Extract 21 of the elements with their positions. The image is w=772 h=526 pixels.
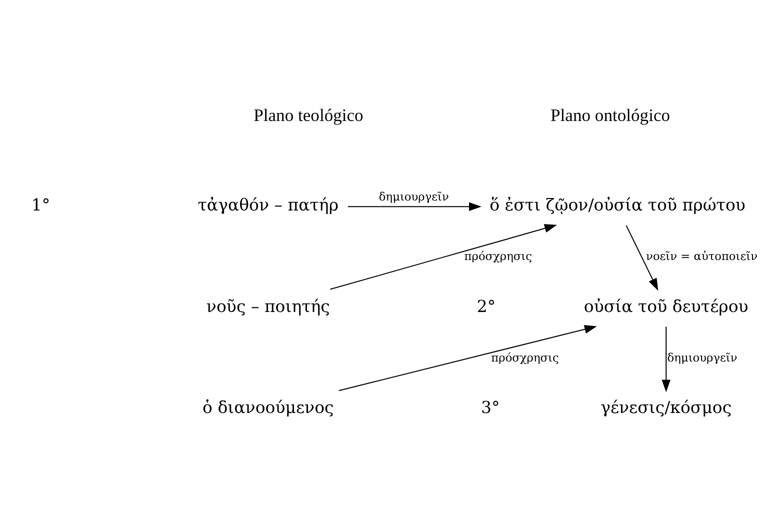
edge-label: νοεῖν = αὐτοποιεῖν xyxy=(646,249,758,264)
label: Plano ontológico xyxy=(550,104,670,125)
arrow xyxy=(348,202,482,212)
arrow xyxy=(330,224,557,290)
arrow xyxy=(338,325,597,392)
node-text: ὅ ἐστι ζῷον/οὐσία τοῦ πρώτου xyxy=(490,196,746,215)
node-text: γένεσις/κόσμος xyxy=(600,398,732,418)
node-text: τἀγαθόν – πατήρ xyxy=(198,196,339,215)
edge-label: δημιουργεῖν xyxy=(378,189,449,204)
arrow xyxy=(626,225,658,291)
edge-label: πρόσχρησις xyxy=(464,249,532,264)
label: 2° xyxy=(476,296,496,316)
arrow xyxy=(662,326,670,392)
edge-label: πρόσχρησις xyxy=(491,350,559,365)
edge-label: δημιουργεῖν xyxy=(667,350,738,365)
node-text: ὁ διανοούμενος xyxy=(202,398,334,418)
label: Plano teológico xyxy=(254,104,364,125)
node-text: νοῦς – ποιητής xyxy=(206,296,330,316)
label: 3° xyxy=(481,398,500,418)
label: 1° xyxy=(31,196,50,215)
node-text: οὐσία τοῦ δευτέρου xyxy=(584,296,748,316)
